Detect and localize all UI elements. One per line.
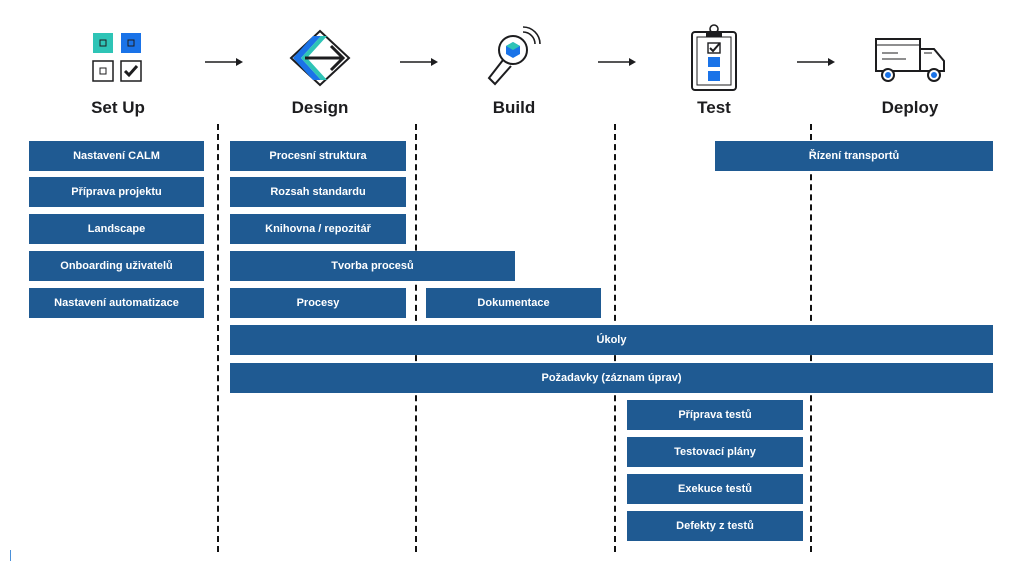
phase-divider	[217, 124, 219, 552]
arrow-icon	[797, 58, 835, 66]
activity-test-defects: Defekty z testů	[627, 511, 803, 541]
phase-label: Set Up	[91, 98, 145, 117]
test-clipboard-icon	[644, 22, 784, 94]
phase-label: Deploy	[881, 98, 939, 117]
design-arrows-icon	[250, 22, 390, 94]
deploy-truck-icon	[840, 22, 980, 94]
activity-transport-management: Řízení transportů	[715, 141, 993, 171]
activity-process-structure: Procesní struktura	[230, 141, 406, 171]
activity-test-prep: Příprava testů	[627, 400, 803, 430]
phase-setup: Set Up	[48, 22, 188, 118]
activity-processes: Procesy	[230, 288, 406, 318]
activity-standard-scope: Rozsah standardu	[230, 177, 406, 207]
phase-label: Test	[697, 98, 731, 117]
activity-automation-setup: Nastavení automatizace	[29, 288, 204, 318]
phase-build: Build	[444, 22, 584, 118]
activity-project-prep: Příprava projektu	[29, 177, 204, 207]
activity-test-execution: Exekuce testů	[627, 474, 803, 504]
activity-documentation: Dokumentace	[426, 288, 601, 318]
activity-library-repository: Knihovna / repozitář	[230, 214, 406, 244]
phase-label: Design	[291, 98, 349, 117]
arrow-icon	[598, 58, 636, 66]
corner-mark	[10, 550, 11, 561]
phase-label: Build	[492, 98, 536, 117]
phase-deploy: Deploy	[840, 22, 980, 118]
activity-requirements: Požadavky (záznam úprav)	[230, 363, 993, 393]
phase-design: Design	[250, 22, 390, 118]
arrow-icon	[400, 58, 438, 66]
setup-grid-icon	[48, 22, 188, 94]
activity-landscape: Landscape	[29, 214, 204, 244]
activity-test-plans: Testovací plány	[627, 437, 803, 467]
build-wrench-icon	[444, 22, 584, 94]
activity-tasks: Úkoly	[230, 325, 993, 355]
activity-process-creation: Tvorba procesů	[230, 251, 515, 281]
activity-calm-setup: Nastavení CALM	[29, 141, 204, 171]
activity-user-onboarding: Onboarding uživatelů	[29, 251, 204, 281]
phase-test: Test	[644, 22, 784, 118]
arrow-icon	[205, 58, 243, 66]
